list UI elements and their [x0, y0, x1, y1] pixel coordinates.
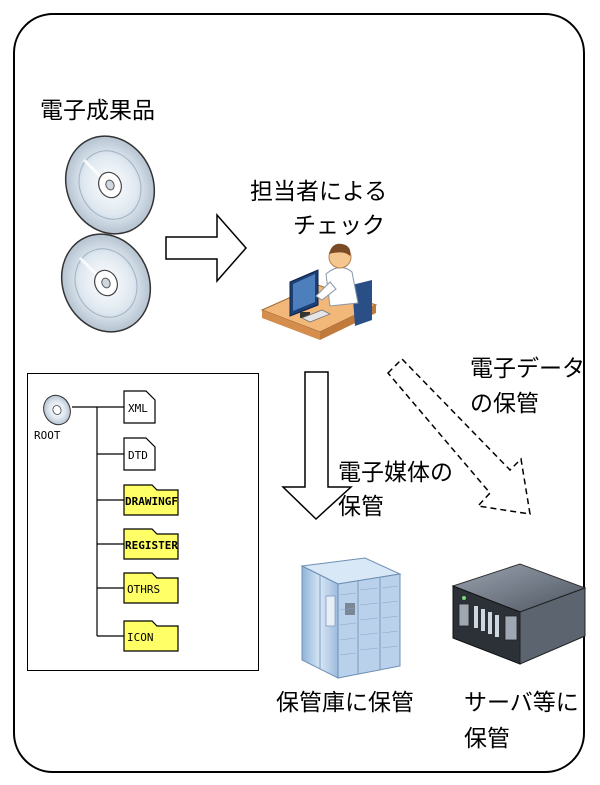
folder-tree-graphics	[43, 390, 179, 652]
folder-structure-panel: ROOT XML DTD DRAWINGF REGISTER OTHRS ICO…	[27, 373, 259, 671]
server-storage-label-line2: 保管	[464, 726, 510, 752]
cd-disc-icon	[64, 135, 156, 235]
right-arrow-icon	[165, 213, 247, 283]
dashed-diagonal-arrow-icon	[386, 357, 531, 515]
xml-file-icon	[123, 390, 156, 424]
cabinet-storage-label: 保管庫に保管	[276, 690, 414, 716]
server-storage-label-line1: サーバ等に	[464, 690, 579, 716]
diagram-frame	[13, 13, 585, 773]
register-folder-icon	[123, 528, 179, 560]
server-rack-icon	[451, 563, 587, 665]
media-storage-label-line2: 保管	[338, 494, 384, 520]
tree-file-label: DTD	[128, 449, 148, 462]
drawingf-folder-icon	[123, 484, 179, 516]
check-label-line1: 担当者による	[250, 179, 388, 205]
tree-folder-label: REGISTER	[125, 539, 178, 552]
electronic-deliverables-label: 電子成果品	[40, 98, 155, 124]
edata-storage-label-line1: 電子データ	[470, 356, 585, 382]
tree-root-label: ROOT	[34, 429, 61, 442]
tree-folder-label: DRAWINGF	[125, 495, 178, 508]
person-at-desk-icon	[260, 243, 378, 340]
cd-disc-icon	[60, 233, 152, 333]
check-label-line2: チェック	[293, 213, 385, 239]
dtd-file-icon	[123, 437, 156, 471]
down-arrow-icon	[281, 371, 353, 521]
tree-folder-label: OTHRS	[127, 583, 161, 596]
tree-file-label: XML	[128, 402, 148, 415]
storage-cabinet-icon	[300, 557, 402, 679]
othrs-folder-icon	[123, 572, 179, 604]
edata-storage-label-line2: の保管	[470, 391, 539, 417]
root-disc-icon	[43, 394, 71, 426]
icon-folder-icon	[123, 620, 179, 652]
media-storage-label-line1: 電子媒体の	[338, 460, 453, 486]
tree-folder-label: ICON	[127, 631, 154, 644]
